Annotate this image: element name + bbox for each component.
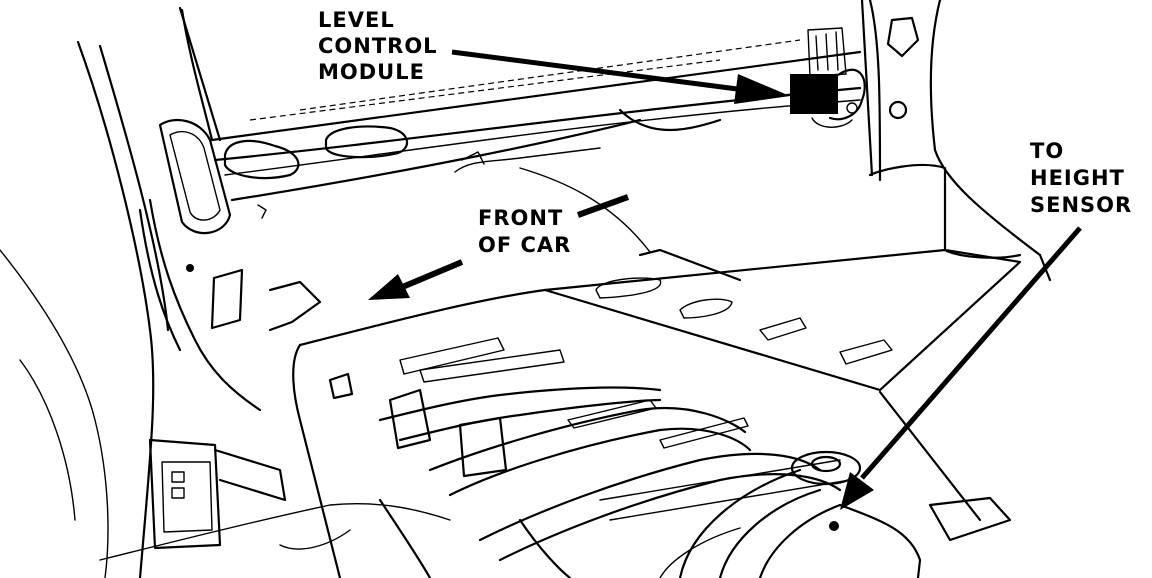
level-control-module	[790, 27, 866, 128]
front-label-line-1: FRONT	[478, 206, 563, 230]
module-label-line-1: LEVEL	[318, 8, 395, 32]
right-side-wall	[860, 0, 1052, 282]
spare-tire-well	[659, 450, 1012, 578]
rear-shelf	[178, 6, 862, 219]
front-label-line-2: OF CAR	[478, 233, 571, 257]
module-label-line-3: MODULE	[318, 60, 425, 84]
trunk-floor	[292, 167, 1022, 578]
left-quarter-panel	[0, 40, 262, 578]
sensor-label-line-3: SENSOR	[1030, 193, 1132, 217]
module-label-line-2: CONTROL	[318, 34, 438, 58]
sensor-label-line-2: HEIGHT	[1030, 166, 1125, 190]
floor-ribs	[378, 386, 851, 578]
front-of-car-label: FRONT OF CAR	[478, 206, 572, 257]
level-control-module-label: LEVEL CONTROL MODULE	[318, 8, 446, 84]
sensor-callout-arrow	[840, 226, 1082, 510]
module-callout-arrow	[451, 49, 790, 104]
height-sensor-label: TO HEIGHT SENSOR	[1030, 139, 1133, 217]
lower-left-bracket	[99, 268, 451, 561]
sensor-label-line-1: TO	[1030, 139, 1064, 163]
front-of-car-arrow	[368, 194, 630, 300]
